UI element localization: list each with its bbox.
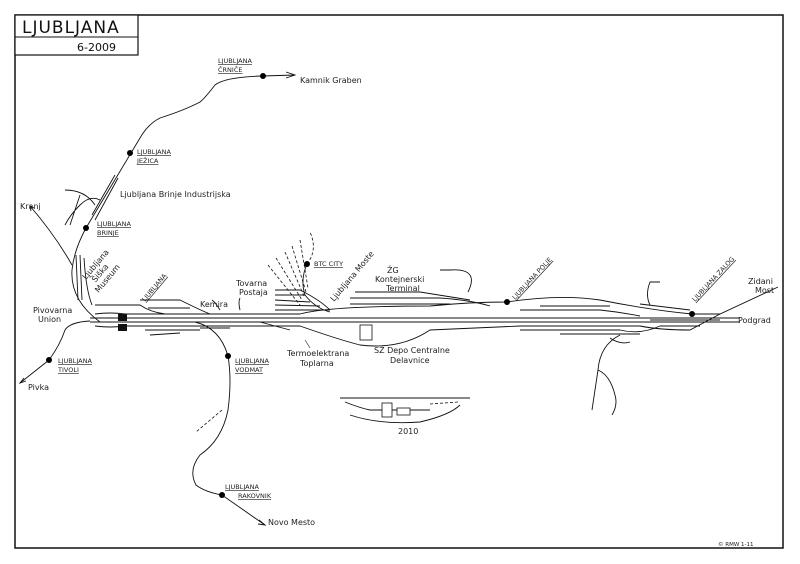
siska-tracks (75, 254, 93, 306)
label-brinje-2: BRINJE (97, 229, 119, 237)
brinje-sidings (64, 174, 119, 226)
copyright: © RMW 1-11 (718, 541, 753, 548)
label-pivovarna: Pivovarna (33, 306, 72, 315)
label-vodmat: LJUBLJANA (235, 357, 269, 365)
station-building (118, 314, 127, 321)
label-kontejnerski: Kontejnerski (375, 275, 424, 284)
label-toplarna: Toplarna (299, 359, 334, 368)
track-kranj (29, 205, 73, 266)
label-inset-year: 2010 (398, 427, 418, 436)
inset-2010 (340, 397, 470, 424)
label-postaja: Postaja (239, 288, 268, 297)
label-siska-group: Ljubljana Šiška Museum (81, 248, 122, 295)
label-delavnice: Delavnice (390, 356, 430, 365)
pointer-line (304, 339, 311, 349)
label-brinje: LJUBLJANA (97, 220, 131, 228)
label-polje: LJUBLJANA POLJE (511, 256, 554, 301)
label-zalog: LJUBLJANA ZALOG (691, 255, 737, 303)
station-dots (46, 73, 695, 498)
label-brinje-industrijska: Ljubljana Brinje Industrijska (120, 190, 231, 199)
depot-building (359, 324, 373, 341)
main-yard-tracks (90, 269, 779, 416)
label-rakovnik: LJUBLJANA (225, 483, 259, 491)
label-ljubljana-main: LJUBLJANA (140, 272, 168, 304)
label-crnice: LJUBLJANA (218, 57, 252, 65)
label-terminal: Terminal (385, 284, 420, 293)
arrow-icon (18, 377, 27, 384)
label-jezica-2: JEŽICA (136, 156, 159, 165)
dest-novo-mesto: Novo Mesto (268, 518, 315, 527)
label-tivoli: LJUBLJANA (58, 357, 92, 365)
label-tovarna: Tovarna (235, 279, 267, 288)
label-rakovnik-2: RAKOVNIK (238, 492, 272, 500)
dest-zidani: Zidani (748, 277, 773, 286)
title-box (14, 14, 139, 56)
label-tivoli-2: TIVOLI (57, 366, 79, 374)
dest-kamnik: Kamnik Graben (300, 76, 362, 85)
dashed-siding (195, 409, 223, 433)
map-date: 6-2009 (77, 41, 116, 54)
label-vodmat-2: VODMAT (235, 366, 263, 374)
label-depo: SŽ Depo Centralne (374, 344, 450, 355)
station-building (118, 324, 127, 331)
label-union: Union (38, 315, 61, 324)
dest-kranj: Kranj (20, 202, 41, 211)
track-tivoli (19, 320, 91, 384)
arrow-icon (285, 71, 297, 79)
map-frame (14, 14, 784, 549)
label-moste: Ljubljana Moste (329, 249, 376, 303)
arrow-icon (29, 205, 35, 212)
track-north (71, 74, 296, 323)
dest-most: Most (755, 286, 774, 295)
label-btc: BTC CITY (314, 260, 343, 268)
label-termoelektrana: Termoelektrana (286, 349, 349, 358)
label-crnice-2: ČRNIČE (218, 65, 242, 74)
dest-pivka: Pivka (28, 383, 49, 392)
label-zg: ŽG (387, 264, 399, 275)
map-title: LJUBLJANA (22, 18, 120, 38)
dest-podgrad: Podgrad (738, 316, 771, 325)
arrow-icon (257, 519, 267, 526)
track-south (192, 321, 266, 526)
label-kemira: Kemira (200, 300, 228, 309)
label-jezica: LJUBLJANA (137, 148, 171, 156)
